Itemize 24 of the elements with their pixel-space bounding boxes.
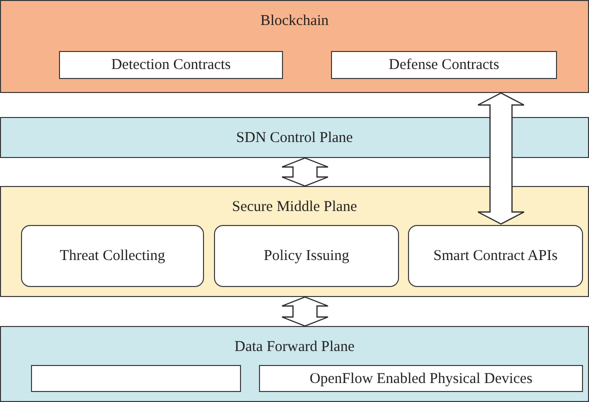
layer-band — [0, 186, 589, 297]
module-label: Defense Contracts — [388, 56, 500, 74]
empty-box — [31, 365, 241, 392]
double-block-arrow — [477, 92, 525, 225]
module-box — [21, 225, 204, 287]
module-label: OpenFlow Enabled Physical Devices — [310, 370, 532, 388]
double-block-arrow — [281, 157, 329, 187]
module-label: Detection Contracts — [111, 56, 231, 74]
module-box — [408, 225, 583, 287]
layer-title: Data Forward Plane — [234, 338, 354, 356]
layer-band — [0, 0, 589, 93]
module-label: Threat Collecting — [60, 247, 166, 265]
module-label: Policy Issuing — [264, 247, 350, 265]
layer-title: SDN Control Plane — [236, 129, 353, 147]
double-block-arrow — [281, 296, 329, 327]
contract-box — [331, 51, 557, 79]
layer-title: Secure Middle Plane — [232, 198, 357, 216]
layer-band — [0, 326, 589, 402]
layer-title: Blockchain — [260, 12, 329, 30]
module-label: Smart Contract APIs — [433, 247, 558, 265]
module-box — [214, 225, 399, 287]
contract-box — [259, 365, 583, 392]
contract-box — [59, 51, 283, 79]
layer-band — [0, 117, 589, 158]
